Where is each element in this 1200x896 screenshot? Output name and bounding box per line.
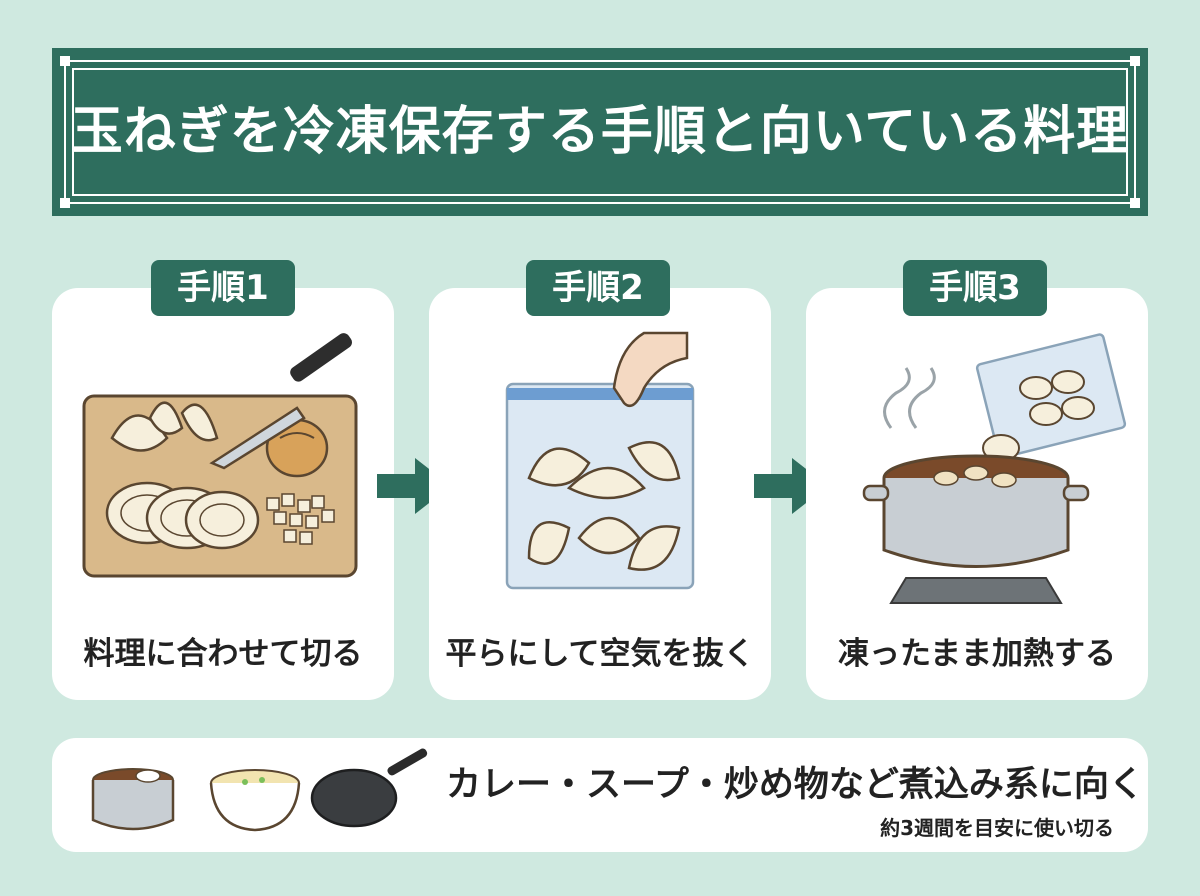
banner-corner	[60, 56, 70, 66]
step-caption: 平らにして空気を抜く	[445, 636, 755, 672]
banner-corner	[60, 198, 70, 208]
frying-pan-icon	[310, 748, 428, 828]
banner-frame-inner	[72, 68, 1128, 196]
recommendation-text: カレー・スープ・炒め物など煮込み系に向く	[446, 765, 1144, 805]
step-label-2: 手順2	[526, 260, 670, 316]
cutting-board-icon	[82, 333, 358, 578]
freezer-bag-icon	[505, 331, 695, 590]
step-card-2: 平らにして空気を抜く	[429, 288, 771, 700]
step-label-1: 手順1	[151, 260, 295, 316]
banner-corner	[1130, 56, 1140, 66]
banner-corner	[1130, 198, 1140, 208]
storage-duration-text: 約3週間を目安に使い切る	[880, 816, 1114, 840]
curry-pot-icon	[91, 768, 175, 831]
step-card-1: 料理に合わせて切る	[52, 288, 394, 700]
recommendation-card: カレー・スープ・炒め物など煮込み系に向く 約3週間を目安に使い切る	[52, 738, 1148, 852]
step-caption: 凍ったまま加熱する	[837, 636, 1117, 672]
soup-bowl-icon	[209, 769, 301, 832]
step-label-3: 手順3	[903, 260, 1047, 316]
step-caption: 料理に合わせて切る	[83, 636, 363, 672]
title-banner: 玉ねぎを冷凍保存する手順と向いている料理	[52, 48, 1148, 216]
banner-frame-outer	[64, 60, 1136, 204]
pot-on-stove-icon	[862, 333, 1127, 604]
page-title: 玉ねぎを冷凍保存する手順と向いている料理	[70, 102, 1130, 162]
step-card-3: 凍ったまま加熱する	[806, 288, 1148, 700]
